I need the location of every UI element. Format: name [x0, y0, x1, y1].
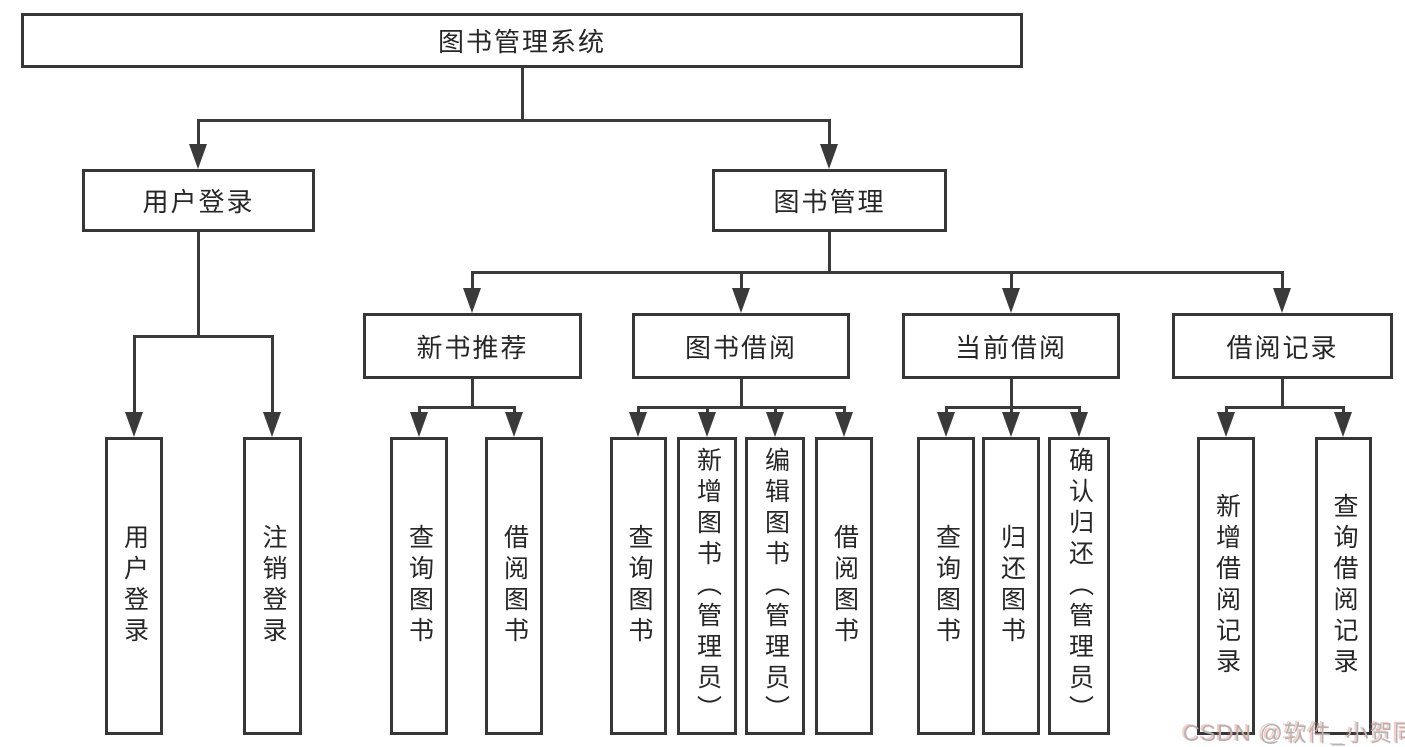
connector-line — [271, 335, 274, 414]
connector-line — [1010, 271, 1013, 290]
leaf-borrow-books-label: 借阅图书 — [830, 524, 859, 648]
connector-line — [471, 271, 474, 290]
node-borrow-records: 借阅记录 — [1172, 313, 1393, 379]
leaf-logout: 注销登录 — [243, 437, 302, 735]
connector-line — [418, 406, 421, 414]
arrowhead-down-icon — [1217, 412, 1235, 437]
csdn-watermark: CSDN @软件_小贺同学 — [1183, 720, 1405, 746]
leaf-query-books-current-label: 查询图书 — [932, 524, 961, 648]
connector-line — [828, 232, 831, 274]
leaf-borrow-books: 借阅图书 — [815, 437, 873, 735]
connector-line — [945, 406, 1081, 409]
connector-line — [637, 406, 846, 409]
connector-line — [1010, 406, 1013, 414]
leaf-query-books-borrowing: 查询图书 — [610, 437, 667, 735]
node-new-book-recommend-label: 新书推荐 — [416, 332, 529, 363]
arrowhead-down-icon — [698, 412, 716, 437]
connector-line — [133, 335, 274, 338]
connector-line — [418, 406, 516, 409]
arrowhead-down-icon — [505, 412, 523, 437]
connector-line — [521, 68, 524, 121]
leaf-add-borrow-record-label: 新增借阅记录 — [1212, 493, 1241, 679]
connector-line — [945, 406, 948, 414]
connector-line — [1281, 379, 1284, 409]
leaf-edit-books-admin: 编辑图书（管理员） — [745, 437, 805, 735]
leaf-return-books-label: 归还图书 — [997, 524, 1026, 648]
arrowhead-down-icon — [125, 412, 143, 437]
node-root-label: 图书管理系统 — [437, 27, 606, 57]
leaf-add-books-admin-label: 新增图书（管理员） — [693, 446, 722, 726]
leaf-return-books: 归还图书 — [982, 437, 1040, 735]
leaf-user-login: 用户登录 — [105, 437, 163, 735]
connector-line — [513, 406, 516, 414]
leaf-confirm-return-admin: 确认归还（管理员） — [1048, 437, 1110, 735]
connector-line — [706, 406, 709, 414]
leaf-query-books-borrowing-label: 查询图书 — [625, 524, 653, 648]
leaf-logout-label: 注销登录 — [259, 524, 287, 648]
node-current-borrowing-label: 当前借阅 — [954, 332, 1067, 363]
connector-line — [1225, 406, 1228, 414]
node-book-borrowing: 图书借阅 — [632, 313, 850, 379]
node-book-borrowing-label: 图书借阅 — [684, 332, 797, 363]
connector-line — [1010, 379, 1013, 409]
node-book-management: 图书管理 — [712, 169, 947, 232]
connector-line — [133, 335, 136, 414]
leaf-borrow-books-recommend-label: 借阅图书 — [500, 524, 529, 648]
arrowhead-down-icon — [463, 288, 481, 313]
leaf-user-login-label: 用户登录 — [120, 524, 149, 648]
node-current-borrowing: 当前借阅 — [902, 313, 1120, 379]
leaf-query-books-current: 查询图书 — [917, 437, 975, 735]
arrowhead-down-icon — [1002, 412, 1020, 437]
arrowhead-down-icon — [835, 412, 853, 437]
connector-line — [197, 119, 831, 122]
connector-line — [471, 271, 1284, 274]
arrowhead-down-icon — [820, 144, 838, 169]
connector-line — [774, 406, 777, 414]
connector-line — [828, 119, 831, 146]
connector-line — [197, 232, 200, 338]
node-root: 图书管理系统 — [21, 13, 1023, 68]
arrowhead-down-icon — [937, 412, 955, 437]
connector-line — [471, 379, 474, 409]
arrowhead-down-icon — [766, 412, 784, 437]
arrowhead-down-icon — [732, 288, 750, 313]
connector-line — [1078, 406, 1081, 414]
arrowhead-down-icon — [629, 412, 647, 437]
leaf-add-books-admin: 新增图书（管理员） — [677, 437, 737, 735]
node-book-management-label: 图书管理 — [773, 187, 886, 217]
connector-line — [637, 406, 640, 414]
leaf-query-books-recommend-label: 查询图书 — [405, 524, 434, 648]
leaf-add-borrow-record: 新增借阅记录 — [1197, 437, 1255, 735]
leaf-borrow-books-recommend: 借阅图书 — [485, 437, 543, 735]
connector-line — [740, 271, 743, 290]
leaf-confirm-return-admin-label: 确认归还（管理员） — [1065, 446, 1094, 726]
connector-line — [1225, 406, 1345, 409]
arrowhead-down-icon — [1334, 412, 1352, 437]
node-new-book-recommend: 新书推荐 — [363, 313, 582, 379]
arrowhead-down-icon — [263, 412, 281, 437]
leaf-query-books-recommend: 查询图书 — [390, 437, 448, 735]
connector-line — [197, 119, 200, 146]
arrowhead-down-icon — [1070, 412, 1088, 437]
connector-line — [1342, 406, 1345, 414]
node-user-login-label: 用户登录 — [142, 187, 255, 217]
arrowhead-down-icon — [410, 412, 428, 437]
arrowhead-down-icon — [189, 144, 207, 169]
arrowhead-down-icon — [1002, 288, 1020, 313]
leaf-query-borrow-record-label: 查询借阅记录 — [1330, 493, 1358, 679]
connector-line — [843, 406, 846, 414]
leaf-edit-books-admin-label: 编辑图书（管理员） — [761, 446, 790, 726]
leaf-query-borrow-record: 查询借阅记录 — [1315, 437, 1372, 735]
connector-line — [1281, 271, 1284, 290]
arrowhead-down-icon — [1273, 288, 1291, 313]
connector-line — [740, 379, 743, 409]
node-borrow-records-label: 借阅记录 — [1226, 332, 1339, 363]
node-user-login: 用户登录 — [82, 169, 315, 232]
